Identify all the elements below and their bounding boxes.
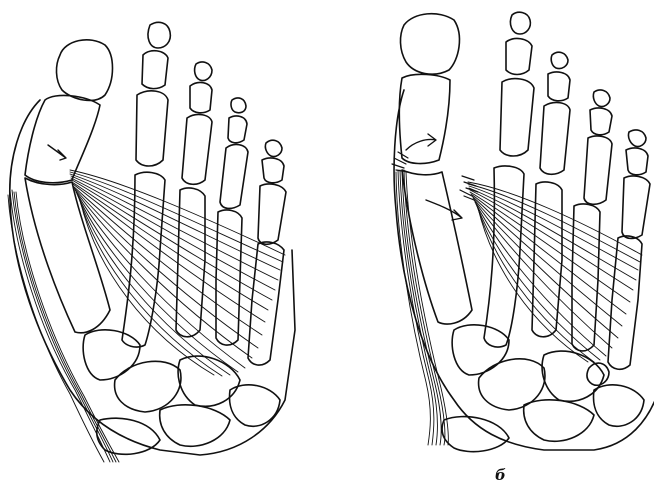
right-foot-drawing xyxy=(392,12,654,451)
left-foot-drawing xyxy=(8,22,295,462)
right-hallux-distal xyxy=(400,14,459,74)
left-hallux-distal xyxy=(56,40,112,101)
left-insertion-arrow xyxy=(48,145,66,160)
right-hallux-proximal xyxy=(399,74,450,163)
left-tarsals xyxy=(83,330,280,455)
right-tarsals xyxy=(442,325,644,452)
panel-label-right: б xyxy=(495,466,506,484)
right-abductor-tendon xyxy=(396,170,448,445)
left-hallux-proximal xyxy=(25,95,100,182)
right-lower-arrow xyxy=(426,200,462,220)
right-upper-arrow xyxy=(406,134,436,150)
left-lesser-toes xyxy=(136,22,286,244)
